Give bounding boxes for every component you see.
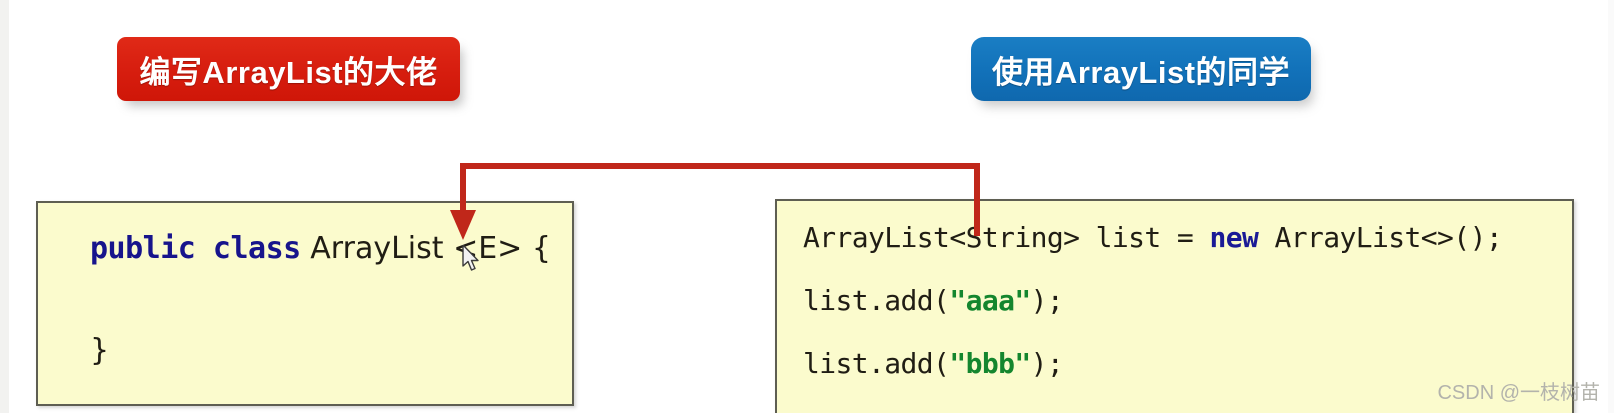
user-badge: 使用ArrayList的同学 [971, 37, 1311, 101]
usage-line2-string: "aaa" [949, 284, 1031, 317]
author-badge: 编写ArrayList的大佬 [117, 37, 460, 101]
left-edge-band [0, 0, 9, 413]
usage-line-declaration: ArrayList<String> list = new ArrayList<>… [803, 221, 1503, 254]
class-declaration-keyword: public class [90, 231, 301, 266]
mouse-pointer-icon [462, 245, 479, 271]
mouse-pointer-shape [462, 245, 479, 271]
usage-line3-post: ); [1030, 347, 1064, 380]
usage-line2-pre: list.add( [803, 284, 950, 317]
usage-line3-string: "bbb" [949, 347, 1031, 380]
usage-line3-pre: list.add( [803, 347, 950, 380]
user-badge-label: 使用ArrayList的同学 [991, 54, 1291, 90]
csdn-watermark: CSDN @一枝树苗 [1437, 382, 1600, 404]
class-definition-code-box: public class ArrayList <E> { } [36, 201, 574, 406]
class-closing-brace: } [90, 333, 110, 368]
usage-line-add-aaa: list.add("aaa"); [803, 284, 1064, 317]
class-declaration-line: public class ArrayList <E> { [90, 231, 551, 266]
class-declaration-rest: ArrayList <E> { [300, 231, 551, 266]
usage-line1-post: ArrayList<>(); [1258, 221, 1503, 254]
author-badge-label: 编写ArrayList的大佬 [139, 54, 438, 90]
usage-line1-keyword: new [1209, 221, 1259, 254]
usage-line2-post: ); [1030, 284, 1064, 317]
right-edge-band [1608, 0, 1614, 413]
usage-line-add-bbb: list.add("bbb"); [803, 347, 1064, 380]
usage-line1-pre: ArrayList<String> list = [803, 221, 1210, 254]
